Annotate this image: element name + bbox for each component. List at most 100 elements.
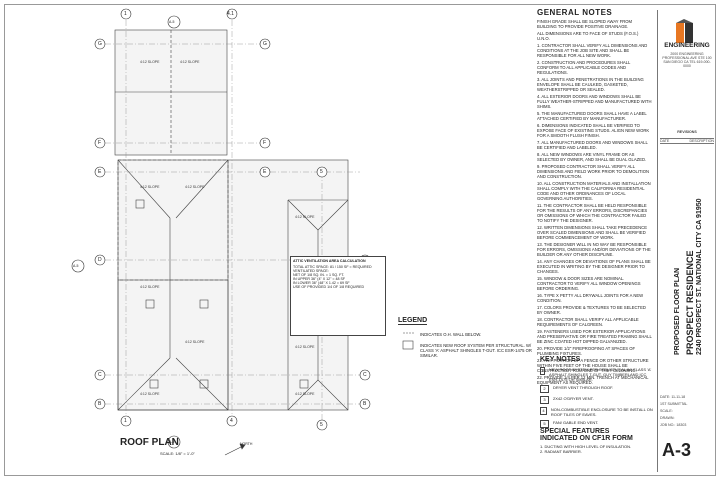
general-note-item: 16. TYPE X PETTY ALL DRYWALL JOINTS FOR … xyxy=(537,293,644,303)
attic-vent-calc: ATTIC VENTILATION AREA CALCULATION TOTAL… xyxy=(290,256,386,336)
general-note-item: 22. PROVIDE 1/4 PER 12 MIN. TRENCH AT ME… xyxy=(537,375,649,385)
revision-col-date: DATE xyxy=(660,139,670,143)
general-note-item: 12. WRITTEN DIMENSIONS SHALL TAKE PRECED… xyxy=(537,225,647,240)
general-note-item: 7. ALL MANUFACTURED DOORS AND WINDOWS SH… xyxy=(537,140,648,150)
grid-label-5-top: 5 xyxy=(320,169,323,175)
firm-name: ENGINEERING xyxy=(664,42,710,49)
key-note-number: 5 xyxy=(540,420,549,428)
key-note-text: 2X42 O'DRYER VENT. xyxy=(553,396,594,401)
key-note-number: 3 xyxy=(540,396,549,404)
section-marker-bottom: A-5 xyxy=(169,440,175,444)
general-note-item: 2. CONSTRUCTION AND PROCEDURES SHALL CON… xyxy=(537,60,631,75)
general-note-item: 15. WINDOW & DOOR SIZES ARE NOMINAL. CON… xyxy=(537,276,641,291)
grid-label-left-g: G xyxy=(98,41,102,47)
slope-label: 4:12 SLOPE xyxy=(295,215,315,219)
grid-label-bottom-1: 1 xyxy=(124,418,127,424)
grid-label-right-c: C xyxy=(363,372,367,378)
vent-calc-line: NET OF 1/8 SQ. IN. = 1 SQ. FT. xyxy=(293,273,345,277)
slope-label: 4:12 SLOPE xyxy=(295,345,315,349)
grid-label-left-b: B xyxy=(98,401,102,407)
vent-calc-line: TOTAL ATTIC SPACE: 81 / 150 SF = REQUIRE… xyxy=(293,265,372,269)
vent-calc-line: IN UPPER 36" (4" X 12" = 48 SF xyxy=(293,277,346,281)
general-note-item: 10. ALL CONSTRUCTION MATERIALS AND INSTA… xyxy=(537,181,651,201)
general-note-item: 21. ANY PORTION OF A FENCE OR OTHER STRU… xyxy=(537,358,649,373)
plan-title: ROOF PLAN xyxy=(120,437,179,448)
slope-label: 4:12 SLOPE xyxy=(180,60,200,64)
general-note-item: 3. ALL JOINTS AND PENETRATIONS IN THE BU… xyxy=(537,77,644,92)
key-note-number: 2 xyxy=(540,385,549,393)
key-note-number: 4 xyxy=(540,407,547,415)
slope-label: 4:12 SLOPE xyxy=(140,60,160,64)
slope-label: 4:12 SLOPE xyxy=(185,185,205,189)
slope-label: 4:12 SLOPE xyxy=(185,340,205,344)
special-feature-item: 2. RADIANT BARRIER. xyxy=(540,449,582,454)
vent-calc-line: VENTILATED SPACE: xyxy=(293,269,329,273)
vent-calc-title: ATTIC VENTILATION AREA CALCULATION xyxy=(293,259,366,263)
key-note-item: 5 FAN/ GABLE END VENT. xyxy=(540,420,655,428)
project-address: 2240 PROSPECT ST. NATIONAL CITY CA 91950 xyxy=(696,198,703,355)
general-notes-title: GENERAL NOTES xyxy=(537,8,613,17)
info-row: DRAWN: xyxy=(660,416,675,420)
general-note-item: 1. CONTRACTOR SHALL VERIFY ALL DIMENSION… xyxy=(537,43,648,58)
legend-item: INDICATES NEW ROOF SYSTEM PER STRUCTURAL… xyxy=(420,343,532,358)
grid-label-left-c: C xyxy=(98,372,102,378)
key-note-item: 3 2X42 O'DRYER VENT. xyxy=(540,396,655,404)
legend: LEGEND INDICATES O.H. WALL BELOW. INDICA… xyxy=(398,317,533,358)
key-note-number: 1 xyxy=(540,367,546,375)
general-notes: GENERAL NOTES FINISH GRADE SHALL BE SLOP… xyxy=(537,8,652,387)
info-row: JOB NO.: 18303 xyxy=(660,423,687,427)
general-note-item: 5. THE MANUFACTURED DOORS SHALL HAVE A L… xyxy=(537,111,647,121)
general-note-item: ALL DIMENSIONS ARE TO FACE OF STUDS (F.O… xyxy=(537,31,639,41)
slope-label: 4:12 SLOPE xyxy=(140,285,160,289)
north-label: NORTH xyxy=(240,442,253,446)
general-note-item: 14. ANY CHANGES OR DEVIATIONS OF PLANS S… xyxy=(537,259,651,274)
title-block: ENGINEERING 2000 ENGINEERING PROFESSIONA… xyxy=(657,10,716,472)
general-note-item: 20. PROVIDE 1/2" FIREPROOFING AT SPACES … xyxy=(537,346,636,356)
key-note-text: NEW ROOF SYSTEM PER STRUCTURAL W/ CLASS … xyxy=(549,367,652,382)
general-note-item: 11. THE CONTRACTOR SHALL BE HELD RESPONS… xyxy=(537,203,648,223)
grid-label-left-f: F xyxy=(98,140,102,146)
key-note-text: DRYER VENT THROUGH ROOF. xyxy=(553,385,614,390)
grid-label-top-41: 4.1 xyxy=(227,11,234,17)
legend-title: LEGEND xyxy=(398,317,428,325)
grid-label-right-g: G xyxy=(263,41,267,47)
sheet-number: A-3 xyxy=(662,440,692,460)
revision-col-description: DESCRIPTION xyxy=(689,139,714,143)
legend-item: INDICATES O.H. WALL BELOW. xyxy=(420,332,482,337)
grid-label-5-bottom: 5 xyxy=(320,422,323,428)
firm-logo xyxy=(676,19,693,43)
slope-label: 4:12 SLOPE xyxy=(140,185,160,189)
general-note-item: 13. THE DESIGNER WILL IN NO WAY BE RESPO… xyxy=(537,242,651,257)
grid-label-right-b: B xyxy=(363,401,367,407)
grid-label-bottom-4: 4 xyxy=(230,418,233,424)
plan-scale: SCALE: 1/8" = 1'-0" xyxy=(160,451,195,456)
key-note-text: NON-COMBUSTIBLE ENCLOSURE TO BE INSTALL … xyxy=(550,407,653,417)
drawing-sheet xyxy=(4,4,716,476)
general-notes-list: FINISH GRADE SHALL BE SLOPED AWAY FROM B… xyxy=(537,19,652,385)
slope-label: 4:12 SLOPE xyxy=(140,392,160,396)
info-row: 1ST SUBMITTAL xyxy=(660,402,688,406)
grid-label-left-e: E xyxy=(98,169,102,175)
grid-label-left-d: D xyxy=(98,257,102,263)
key-notes-title: KEY NOTES xyxy=(540,356,581,363)
general-note-item: FINISH GRADE SHALL BE SLOPED AWAY FROM B… xyxy=(537,19,633,29)
key-note-item: 2 DRYER VENT THROUGH ROOF. xyxy=(540,385,655,393)
special-features-subtitle: INDICATED ON CF1R FORM xyxy=(540,435,633,442)
general-note-item: 17. COLORS PROVIDE & TEXTURES TO BE SELE… xyxy=(537,305,646,315)
general-note-item: 19. FASTENERS USED FOR EXTERIOR APPLICAT… xyxy=(537,329,652,344)
info-row: SCALE: xyxy=(660,409,673,413)
section-marker-top: A-5 xyxy=(169,20,175,24)
firm-info: 2000 ENGINEERING PROFESSIONAL AVE STE 10… xyxy=(662,52,712,68)
key-note-text: FAN/ GABLE END VENT. xyxy=(553,420,599,425)
slope-label: 4:12 SLOPE xyxy=(295,392,315,396)
vent-calc-line: USE OF PROVIDED 1/4 OF 1/8 REQUIRED xyxy=(293,285,365,289)
special-features: SPECIAL FEATURES INDICATED ON CF1R FORM … xyxy=(540,428,655,454)
grid-label-top-1: 1 xyxy=(124,11,127,17)
revisions-label: REVISIONS xyxy=(677,130,697,134)
general-note-item: 18. CONTRACTOR SHALL VERIFY ALL APPLICAB… xyxy=(537,317,639,327)
general-note-item: 9. PROPOSED CONTRACTOR SHALL VERIFY ALL … xyxy=(537,164,649,179)
grid-label-right-e: E xyxy=(263,169,267,175)
general-note-item: 4. ALL EXTERIOR DOORS AND WINDOWS SHALL … xyxy=(537,94,652,109)
